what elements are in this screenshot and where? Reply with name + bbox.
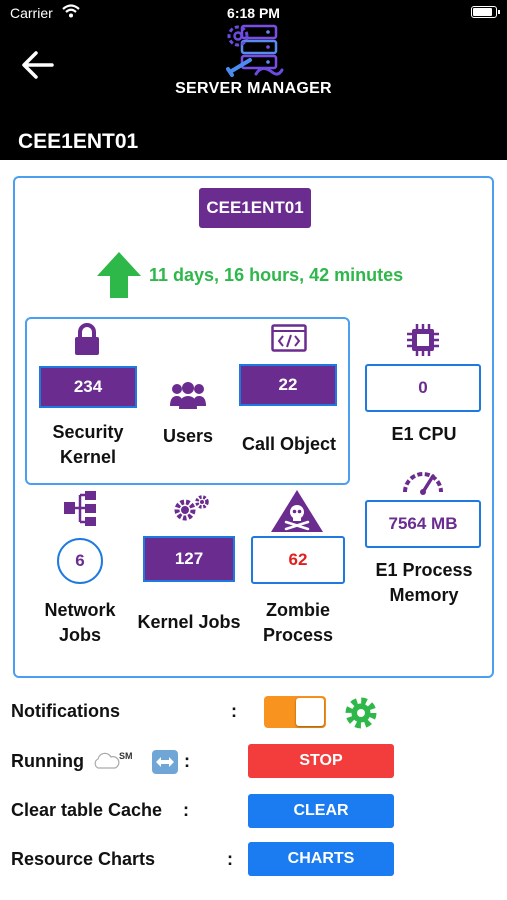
charts-button[interactable]: CHARTS xyxy=(248,842,394,876)
running-colon: : xyxy=(184,751,190,771)
toggle-knob xyxy=(296,698,324,726)
call-object-label: Call Object xyxy=(241,434,337,454)
code-icon xyxy=(271,324,307,352)
kernel-stats-group xyxy=(25,317,350,485)
kernel-jobs-value: 127 xyxy=(143,536,235,582)
resource-charts-colon: : xyxy=(227,849,233,869)
back-arrow-icon[interactable] xyxy=(20,48,56,82)
users-label: Users xyxy=(162,426,214,446)
network-jobs-label: Network Jobs xyxy=(44,600,116,645)
network-jobs-value: 6 xyxy=(57,538,103,584)
status-time: 6:18 PM xyxy=(227,5,280,21)
e1-memory-value: 7564 MB xyxy=(365,500,481,548)
settings-gear-icon[interactable] xyxy=(344,696,378,730)
status-bar: Carrier 6:18 PM xyxy=(0,0,507,26)
server-logo-icon xyxy=(226,24,284,77)
call-object-value: 22 xyxy=(239,364,337,406)
app-header: Carrier 6:18 PM SERVER MANAGER CEE1ENT01 xyxy=(0,0,507,160)
stop-button[interactable]: STOP xyxy=(248,744,394,778)
kernel-jobs-label: Kernel Jobs xyxy=(137,612,241,632)
speedometer-icon xyxy=(403,472,443,495)
network-icon xyxy=(64,491,96,526)
up-arrow-icon xyxy=(97,252,141,298)
zombie-process-label: Zombie Process xyxy=(262,600,334,645)
cloud-icon xyxy=(94,752,120,769)
lock-icon xyxy=(75,323,99,355)
e1-cpu-value: 0 xyxy=(365,364,481,412)
clear-button[interactable]: CLEAR xyxy=(248,794,394,828)
carrier-label: Carrier xyxy=(10,5,53,21)
battery-icon xyxy=(471,6,500,18)
users-icon xyxy=(170,382,206,409)
notifications-label: Notifications xyxy=(11,701,121,721)
server-name-badge: CEE1ENT01 xyxy=(199,188,311,228)
wifi-icon xyxy=(62,4,80,18)
uptime-text: 11 days, 16 hours, 42 minutes xyxy=(149,265,404,285)
security-kernel-label: Security Kernel xyxy=(52,422,124,467)
clear-cache-colon: : xyxy=(183,800,189,820)
notifications-colon: : xyxy=(231,701,237,721)
swap-arrows-icon xyxy=(152,750,178,774)
cpu-chip-icon xyxy=(407,324,439,356)
e1-memory-label: E1 Process Memory xyxy=(375,560,473,605)
gears-icon xyxy=(174,495,209,521)
zombie-process-value: 62 xyxy=(251,536,345,584)
resource-charts-label: Resource Charts xyxy=(11,849,156,869)
header-tab-decoration xyxy=(467,152,497,160)
server-name-heading: CEE1ENT01 xyxy=(18,130,139,153)
skull-warning-icon xyxy=(271,490,323,532)
clear-cache-label: Clear table Cache xyxy=(11,800,163,820)
security-kernel-value: 234 xyxy=(39,366,137,408)
e1-cpu-label: E1 CPU xyxy=(391,424,457,444)
app-title: SERVER MANAGER xyxy=(175,80,332,97)
notifications-toggle[interactable] xyxy=(264,696,326,728)
running-label: Running xyxy=(11,751,84,771)
service-mark: SM xyxy=(119,751,133,761)
server-status-panel: CEE1ENT01 11 days, 16 hours, 42 minutes … xyxy=(13,176,494,678)
